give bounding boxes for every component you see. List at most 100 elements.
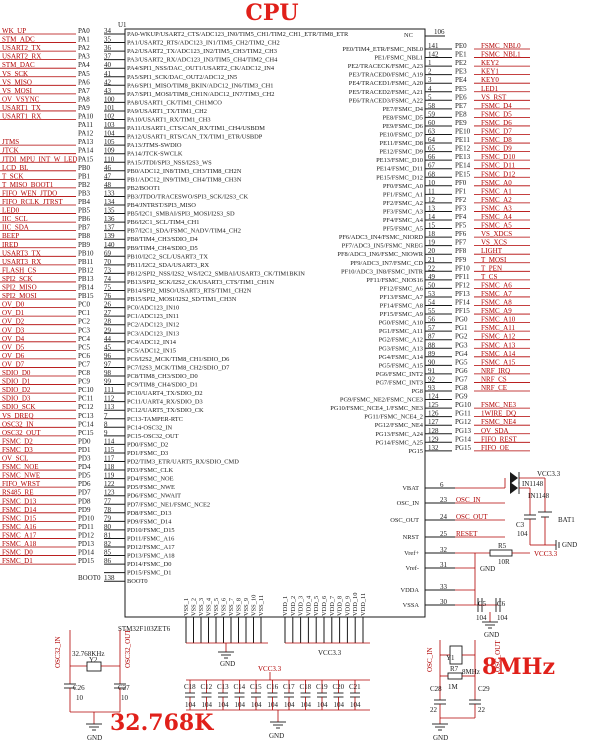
left-pin-name: PD5 [78,472,91,480]
power-pin-number: 6 [440,481,444,489]
right-pin-function: PF14/FSMC_A8 [380,303,423,310]
left-net-label: FSMC_NOE [2,463,39,471]
right-net-label: FSMC_A15 [481,358,516,366]
right-net-label: FSMC_A12 [481,333,516,341]
right-pin-name: PG11 [455,410,471,418]
left-net-label: OSC32_IN [2,420,34,428]
left-pin-function: PD1/FSMC_D3 [127,450,168,457]
right-pin-function: PF8/ADC3_IN6/FSMC_NIOWR [337,251,423,258]
right-pin-name: PG8 [455,384,468,392]
left-pin-function: PB10/I2C2_SCL/USART3_TX [127,253,208,260]
right-pin-number: 141 [428,42,439,50]
right-pin-number: 53 [428,290,436,298]
left-net-label: VS_MOSI [2,87,33,95]
left-net-label: VS_SCK [2,70,28,78]
left-pin-function: PB11/I2C2_SDA/USART3_RX [127,262,210,269]
left-pin-function: PA7/SPI1_MOSI/TIM8_CH1N/ADC12_IN7/TIM3_C… [127,91,274,98]
right-pin-name: PF5 [455,222,467,230]
right-net-label: FSMC_D12 [481,170,516,178]
vdd-pin-label: VDD_3 [298,596,305,616]
left-pin-number: 69 [104,249,112,257]
left-pin-function: PC13-TAMPER-RTC [127,416,183,423]
right-pin-function: PE13/FSMC_D10 [376,157,423,164]
left-pin-function: PB6/I2C1_SCL/TIM4_CH1 [127,219,199,226]
left-pin-name: PB5 [78,207,91,215]
vss-pin-label: VSS_7 [228,597,235,616]
left-pin-function: PD3/FSMC_CLK [127,467,174,474]
right-pin-name: PG5 [455,358,468,366]
left-net-label: SDIO_SCK [2,403,35,411]
left-net-label: SPI2_MOSI [2,292,37,300]
diode-d2-icon [510,472,518,484]
right-net-label: FSMC_A13 [481,341,516,349]
decoupling-cap-label: C18 [184,683,196,691]
chip-gnd-label: GND [220,660,235,668]
right-pin-name: PE5 [455,85,467,93]
left-pin-name: PA5 [78,70,90,78]
power-pin-function: Vref- [406,565,419,572]
vss-pin-label: VSS_8 [236,598,243,616]
left-pin-function: PB2/BOOT1 [127,185,160,192]
right-net-label: FSMC_NBL1 [481,51,521,59]
left-pin-number: 27 [104,309,112,317]
left-net-label: OV_D6 [2,352,25,360]
left-net-label: USART1_TX [2,104,41,112]
cap-c29-label: C29 [478,685,490,693]
left-pin-number: 118 [104,463,115,471]
left-pin-function: PC1/ADC123_IN11 [127,313,179,320]
right-net-label: FSMC_NBL0 [481,42,521,50]
right-pin-name: PE2 [455,59,467,67]
left-pin-name: PD13 [78,540,94,548]
left-pin-name: PB8 [78,232,91,240]
right-pin-number: 125 [428,401,439,409]
battery-vcc-label: VCC3.3 [537,470,561,478]
left-pin-number: 44 [104,335,112,343]
crystal-y2-label: Y2 [89,656,98,664]
right-net-label: FSMC_D9 [481,145,512,153]
power-pin-function: VSSA [403,602,420,609]
left-pin-function: PB1/ADC12_IN9/TIM3_CH4/TIM8_CH3N [127,176,242,183]
right-pin-function: PE0/TIM4_ETR/FSMC_NBL0 [342,46,423,53]
left-pin-function: PA15/JTDI/SPI3_NSS/I2S3_WS [127,159,212,166]
decoupling-cap-value: 104 [251,701,262,709]
right-pin-name: PE14 [455,162,471,170]
left-pin-number: 9 [104,429,108,437]
right-net-label: FSMC_D4 [481,102,512,110]
left-net-label: FSMC_A17 [2,531,37,539]
left-pin-name: PB12 [78,266,94,274]
left-pin-function: PB15/SPI2_MOSI/I2S2_SD/TIM1_CH3N [127,296,237,303]
left-pin-number: 140 [104,241,115,249]
left-net-label: FSMC_A16 [2,523,37,531]
vref-gnd-label: GND [480,565,495,573]
right-net-label: FSMC_A3 [481,204,512,212]
left-pin-function: PB5/I2C1_SMBAI/SPI3_MOSI/I2S3_SD [127,211,235,218]
left-pin-function: PB0/ADC12_IN8/TIM3_CH3/TIM8_CH2N [127,168,242,175]
left-net-label: USART3_RX [2,258,41,266]
left-pin-function: PC9/TIM8_CH4/SDIO_D1 [127,382,198,389]
diode-d1-icon [510,482,518,494]
left-pin-name: PA6 [78,78,90,86]
right-pin-function: PE9/FSMC_D6 [383,123,424,130]
power-pin-number: 31 [440,561,448,569]
right-pin-function: PG10/FSMC_NCE4_1/FSMC_NE3 [330,405,423,412]
left-pin-number: 133 [104,189,115,197]
left-pin-number: 80 [104,523,112,531]
left-pin-function: PA1/USART2_RTS/ADC123_IN1/TIM5_CH2/TIM2_… [127,40,280,47]
right-pin-name: PF14 [455,299,470,307]
left-pin-function: PB8/TIM4_CH3/SDIO_D4 [127,236,198,243]
decoupling-cap-value: 104 [350,701,361,709]
left-pin-function: PB4/JNTRST/SPI3_MISO [127,202,196,209]
right-pin-function: PF11/FSMC_NIOS16 [366,277,423,284]
left-pin-name: PD14 [78,549,94,557]
right-net-label: OV_SDA [481,427,509,435]
right-pin-name: PG0 [455,316,468,324]
right-pin-number: 64 [428,136,436,144]
right-pin-number: 87 [428,333,436,341]
right-pin-name: PF4 [455,213,467,221]
left-net-label: FIFO_RCLK_JTRST [2,198,63,206]
vdd-pin-label: VDD_4 [305,595,312,616]
right-pin-number: 142 [428,51,439,59]
vss-pin-label: VSS_5 [213,598,220,616]
